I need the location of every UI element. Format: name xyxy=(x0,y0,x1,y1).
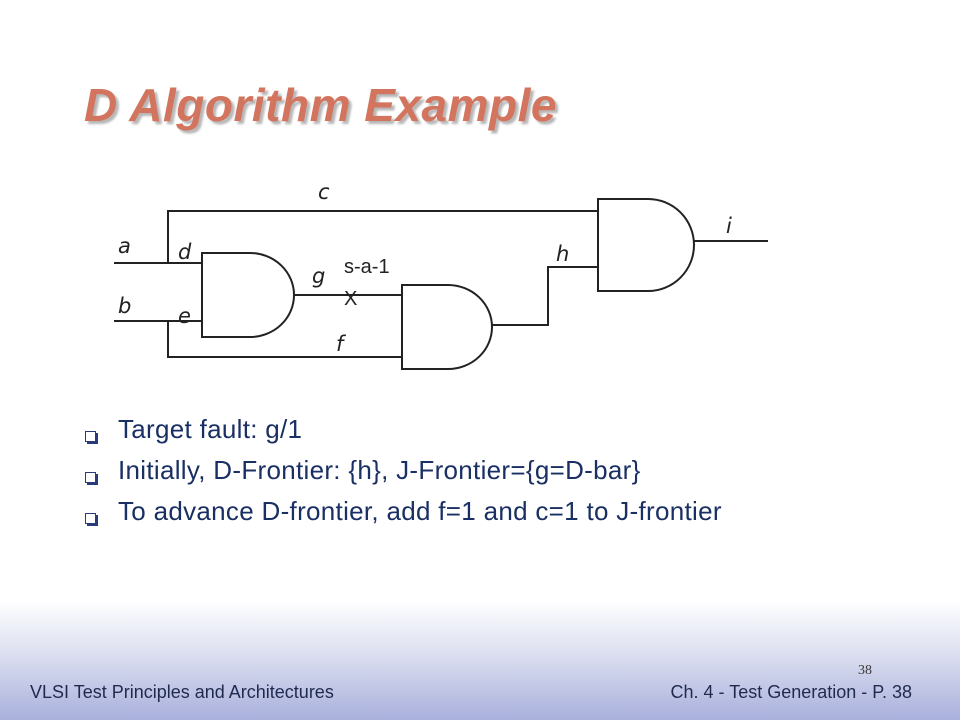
bullet-item: Target fault: g/1 xyxy=(84,414,884,445)
label-d: d xyxy=(178,240,192,264)
bullet-item: Initially, D-Frontier: {h}, J-Frontier={… xyxy=(84,455,884,486)
square-bullet-icon xyxy=(85,431,96,442)
and-gate-1 xyxy=(201,252,295,338)
bullet-item: To advance D-frontier, add f=1 and c=1 t… xyxy=(84,496,884,527)
label-c: c xyxy=(318,180,330,204)
slide-title: D Algorithm Example xyxy=(84,79,557,131)
bullet-text: Target fault: g/1 xyxy=(118,414,303,444)
and-gate-3 xyxy=(597,198,695,292)
bullet-list: Target fault: g/1 Initially, D-Frontier:… xyxy=(84,414,884,537)
fault-label: s-a-1 xyxy=(344,256,390,278)
label-b: b xyxy=(118,294,131,318)
label-h: h xyxy=(556,242,569,266)
label-a: a xyxy=(118,234,131,258)
bullet-text: To advance D-frontier, add f=1 and c=1 t… xyxy=(118,496,722,526)
bullet-text: Initially, D-Frontier: {h}, J-Frontier={… xyxy=(118,455,641,485)
square-bullet-icon xyxy=(85,513,96,524)
footer-chapter-page: Ch. 4 - Test Generation - P. 38 xyxy=(670,682,912,702)
footer-course-title: VLSI Test Principles and Architectures xyxy=(30,682,334,702)
label-g: g xyxy=(312,264,325,288)
wire-h xyxy=(492,266,598,326)
slide-number: 38 xyxy=(858,663,872,678)
label-e: e xyxy=(178,304,191,328)
circuit-diagram: c a b d e f g h i s-a-1 X xyxy=(114,180,768,370)
footer-gradient-band xyxy=(0,600,960,720)
wire-c xyxy=(167,210,598,263)
and-gate-2 xyxy=(401,284,493,370)
label-i: i xyxy=(726,214,732,238)
fault-mark-x: X xyxy=(344,288,357,310)
label-f: f xyxy=(336,332,347,356)
square-bullet-icon xyxy=(85,472,96,483)
wire-f xyxy=(167,321,403,358)
